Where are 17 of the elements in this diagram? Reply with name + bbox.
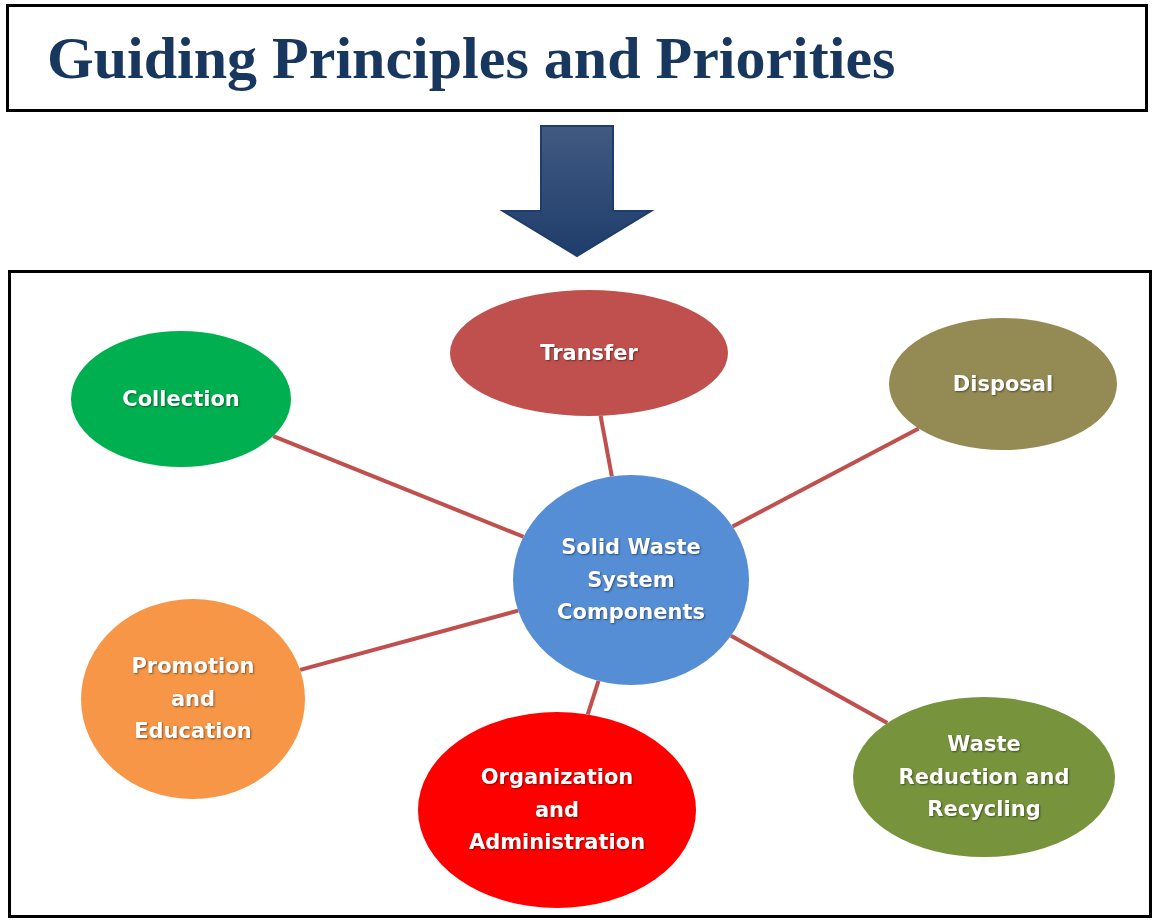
connector-line xyxy=(272,434,525,539)
component-label: Solid Waste System Components xyxy=(556,534,706,627)
connector-line xyxy=(598,415,614,477)
component-label: Organization and Administration xyxy=(467,764,647,857)
title-text: Guiding Principles and Priorities xyxy=(47,23,896,93)
connector-line xyxy=(731,426,920,529)
connector-line xyxy=(299,608,519,672)
block-arrow xyxy=(499,125,655,258)
frame-box xyxy=(8,270,1152,918)
component-label: Waste Reduction and Recycling xyxy=(897,731,1071,824)
component-label: Disposal xyxy=(952,370,1054,398)
connector-line xyxy=(730,634,889,725)
component-label: Collection xyxy=(122,385,240,413)
component-label: Promotion and Education xyxy=(130,653,256,746)
component-label: Transfer xyxy=(540,339,638,367)
title-box xyxy=(6,4,1148,112)
connector-line xyxy=(585,680,601,716)
